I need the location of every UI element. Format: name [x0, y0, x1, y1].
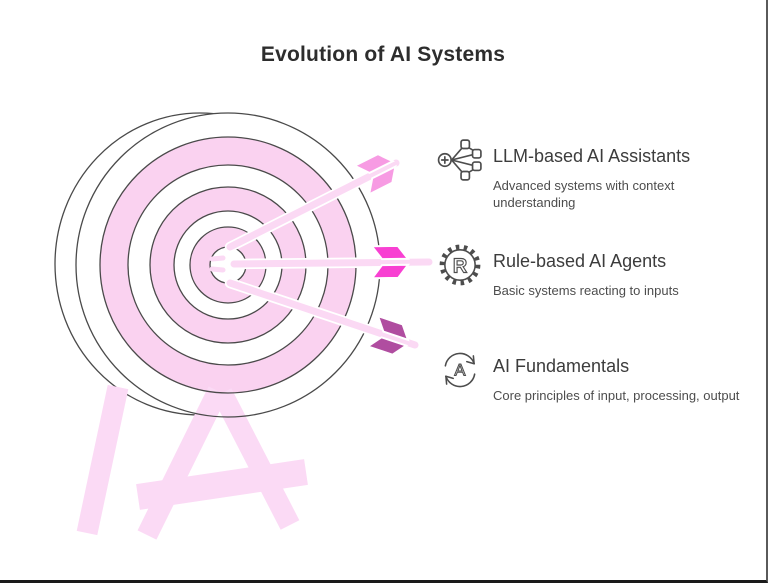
gear-r-icon: R	[439, 244, 481, 286]
item-description: Advanced systems with context understand…	[493, 178, 675, 210]
arrows	[209, 152, 435, 356]
list-item-llm-assistants: LLM-based AI Assistants Advanced systems…	[437, 137, 757, 211]
arrow-fletching-bottom	[365, 314, 410, 356]
svg-text:A: A	[454, 361, 466, 380]
arrow-fletching-middle	[369, 244, 411, 280]
list-item-ai-fundamentals: A AI Fundamentals Core principles of inp…	[437, 347, 757, 404]
list-item-rule-agents: R Rule-based AI Agents Basic systems rea…	[437, 242, 757, 299]
item-title: Rule-based AI Agents	[493, 251, 667, 271]
item-description: Core principles of input, processing, ou…	[493, 388, 740, 403]
svg-text:R: R	[453, 255, 467, 277]
arrow-fletching-top	[352, 152, 397, 197]
page-title: Evolution of AI Systems	[260, 43, 506, 66]
item-description: Basic systems reacting to inputs	[493, 283, 679, 298]
cycle-a-icon: A	[444, 352, 476, 388]
item-title: AI Fundamentals	[493, 356, 630, 376]
item-title: LLM-based AI Assistants	[493, 146, 691, 166]
target-illustration	[54, 112, 435, 540]
network-branch-icon	[437, 139, 482, 181]
arrow-shafts	[209, 159, 433, 349]
